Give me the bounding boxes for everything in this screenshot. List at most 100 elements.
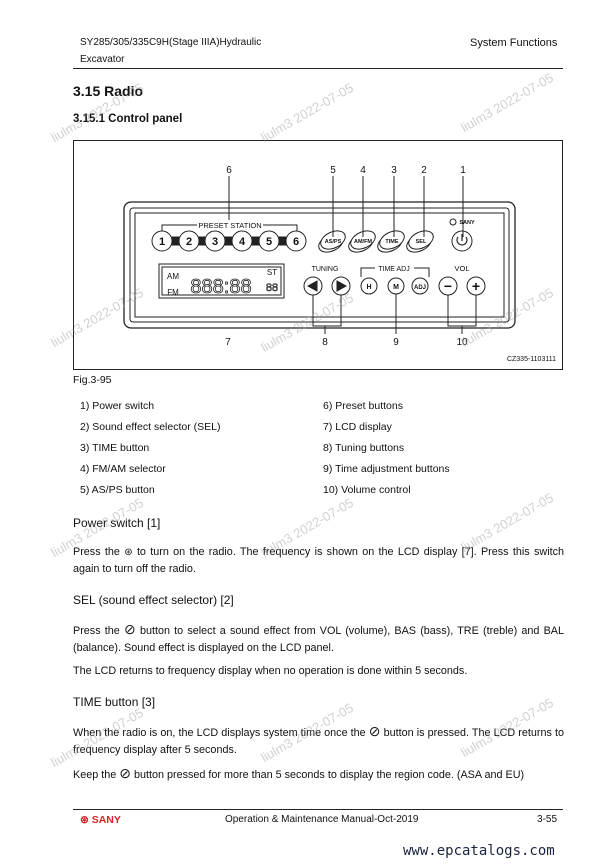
sany-brand: SANY (459, 220, 475, 226)
text: Press the (73, 625, 120, 637)
oval-button-icon: ⊘ (124, 621, 136, 637)
legend-item: 1) Power switch (80, 400, 155, 412)
lcd-display (158, 263, 285, 299)
paragraph-power: Press the ⊛ to turn on the radio. The fr… (73, 544, 564, 578)
header-model: SY285/305/335C9H(Stage IIIA)Hydraulic (80, 37, 262, 48)
watermark: liulm3 2022-07-05 (258, 79, 356, 146)
paragraph-time: When the radio is on, the LCD displays s… (73, 723, 564, 759)
header-section: System Functions (470, 37, 558, 49)
paragraph-sel-2: The LCD returns to frequency display whe… (73, 665, 468, 677)
button-label: AM/FM (354, 239, 372, 245)
text: Keep the (73, 769, 117, 781)
panel-mid (129, 207, 510, 323)
preset-label: 4 (239, 236, 246, 248)
footer-brand: ⊛ SANY (80, 814, 121, 826)
section-heading-power: Power switch [1] (73, 516, 161, 530)
callout-2: 2 (421, 165, 427, 176)
callout-3: 3 (391, 165, 397, 176)
preset-label: 1 (159, 236, 165, 248)
preset-station-label: PRESET STATION (198, 221, 261, 230)
time-button[interactable] (377, 227, 407, 252)
preset-button-6[interactable] (285, 230, 307, 252)
as-ps-button[interactable] (318, 227, 348, 252)
section-heading-sel: SEL (sound effect selector) [2] (73, 593, 234, 607)
callout-5: 5 (330, 165, 336, 176)
figure-caption: Fig.3-95 (73, 374, 112, 386)
radio-diagram: 6 5 4 3 2 1 7 8 9 10 PRESET STATION 1 2 … (123, 165, 556, 363)
plus-icon: + (472, 278, 480, 294)
oval-button-icon: ⊘ (119, 765, 131, 781)
power-icon (456, 234, 468, 246)
callout-4: 4 (360, 165, 366, 176)
text: Press the (73, 546, 120, 558)
legend-item: 5) AS/PS button (80, 484, 155, 496)
button-label: M (393, 284, 399, 291)
panel-outer (123, 201, 516, 329)
right-arrow-icon (336, 280, 348, 292)
lcd-fm: FM (167, 288, 179, 297)
footer-page-number: 3-55 (537, 814, 558, 825)
left-arrow-icon (306, 280, 318, 292)
text: When the radio is on, the LCD displays s… (73, 727, 366, 739)
sel-button[interactable] (406, 227, 436, 252)
paragraph-time-2: Keep the ⊘ button pressed for more than … (73, 765, 564, 784)
page-title: 3.15 Radio (73, 83, 144, 99)
text: to turn on the radio. The frequency is s… (73, 546, 565, 575)
brand-text: SANY (91, 814, 121, 826)
preset-label: 6 (293, 236, 299, 248)
preset-label: 5 (266, 236, 272, 248)
callout-6: 6 (226, 165, 232, 176)
button-label: ADJ (414, 285, 426, 291)
lcd-am: AM (167, 272, 179, 281)
callout-8: 8 (322, 337, 328, 348)
paragraph-sel: Press the ⊘ button to select a sound eff… (73, 621, 564, 657)
header-model-2: Excavator (80, 54, 125, 65)
lcd-st: ST (267, 268, 277, 277)
text: button to select a sound effect from VOL… (73, 625, 565, 654)
callout-7: 7 (225, 337, 231, 348)
hour-button[interactable] (360, 277, 378, 295)
lcd-digits: 888:88 (190, 276, 251, 298)
button-label: AS/PS (325, 239, 342, 245)
figure-code: CZ335-1103111 (507, 356, 556, 363)
legend-item: 3) TIME button (80, 442, 150, 454)
callout-1: 1 (460, 165, 466, 176)
button-label: SEL (416, 239, 427, 245)
preset-button-1[interactable] (151, 230, 173, 252)
legend-item: 9) Time adjustment buttons (323, 463, 450, 475)
panel-inner (134, 212, 505, 318)
callout-9: 9 (393, 337, 399, 348)
legend-item: 8) Tuning buttons (323, 442, 405, 454)
watermark: liulm3 2022-07-05 (458, 69, 556, 136)
legend-item: 10) Volume control (323, 484, 411, 496)
tuning-label: TUNING (312, 266, 339, 273)
website-link[interactable]: www.epcatalogs.com (403, 843, 555, 859)
control-panel-figure: 6 5 4 3 2 1 7 8 9 10 PRESET STATION 1 2 … (73, 140, 563, 370)
preset-button-4[interactable] (231, 230, 253, 252)
sany-logo-icon: ⊛ (80, 814, 92, 826)
lcd-small-digits: 88 (266, 282, 278, 294)
oval-button-icon: ⊘ (368, 723, 381, 739)
adj-button[interactable] (411, 277, 429, 295)
legend-item: 2) Sound effect selector (SEL) (80, 421, 221, 433)
section-heading-time: TIME button [3] (73, 695, 156, 709)
legend-item: 4) FM/AM selector (80, 463, 166, 475)
button-label: TIME (385, 239, 398, 245)
text: button pressed for more than 5 seconds t… (133, 769, 525, 781)
preset-button-5[interactable] (258, 230, 280, 252)
preset-buttons (151, 230, 307, 252)
power-symbol-icon: ⊛ (124, 547, 133, 558)
preset-label: 3 (212, 236, 218, 248)
header-rule (73, 68, 563, 69)
am-fm-button[interactable] (348, 227, 378, 252)
minus-icon: − (444, 278, 452, 294)
preset-button-2[interactable] (178, 230, 200, 252)
subsection-title: 3.15.1 Control panel (73, 113, 183, 125)
text: button is pressed. The LCD returns to fr… (73, 727, 565, 756)
vol-label: VOL (454, 264, 469, 273)
preset-label: 2 (186, 236, 192, 248)
legend-item: 6) Preset buttons (323, 400, 403, 412)
preset-button-3[interactable] (204, 230, 226, 252)
footer-rule (73, 809, 563, 810)
button-label: H (366, 284, 371, 291)
